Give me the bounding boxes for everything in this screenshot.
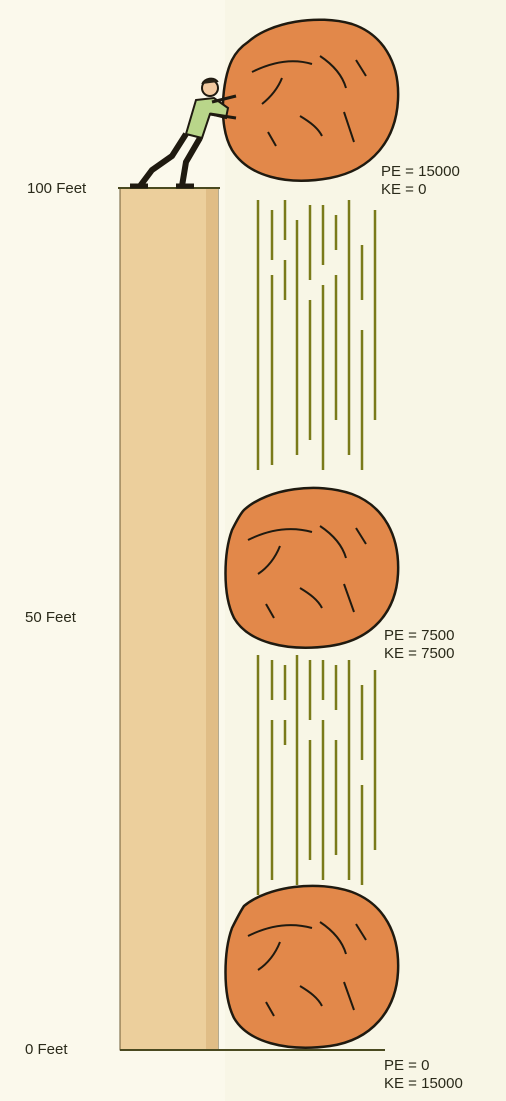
height-label-100: 100 Feet <box>27 180 87 197</box>
rock-bottom <box>224 884 400 1049</box>
motion-lines-upper <box>256 200 377 470</box>
person-pushing-rock <box>130 77 237 189</box>
rock-middle <box>224 486 400 649</box>
pe-value-top: PE = 15000 <box>381 163 460 180</box>
rock-top <box>221 18 400 182</box>
ke-value-top: KE = 0 <box>381 181 427 198</box>
height-label-0: 0 Feet <box>25 1041 68 1058</box>
cliff-shade <box>206 188 218 1050</box>
motion-lines-lower <box>256 655 377 895</box>
energy-readout-middle: PE = 7500 KE = 7500 <box>384 627 454 663</box>
cliff <box>119 187 219 1051</box>
energy-readout-top: PE = 15000 KE = 0 <box>381 163 460 199</box>
ke-value-bottom: KE = 15000 <box>384 1075 463 1092</box>
pe-value-bottom: PE = 0 <box>384 1057 430 1074</box>
pe-value-middle: PE = 7500 <box>384 627 455 644</box>
height-label-50: 50 Feet <box>25 609 76 626</box>
energy-readout-bottom: PE = 0 KE = 15000 <box>384 1057 463 1093</box>
ke-value-middle: KE = 7500 <box>384 645 455 662</box>
